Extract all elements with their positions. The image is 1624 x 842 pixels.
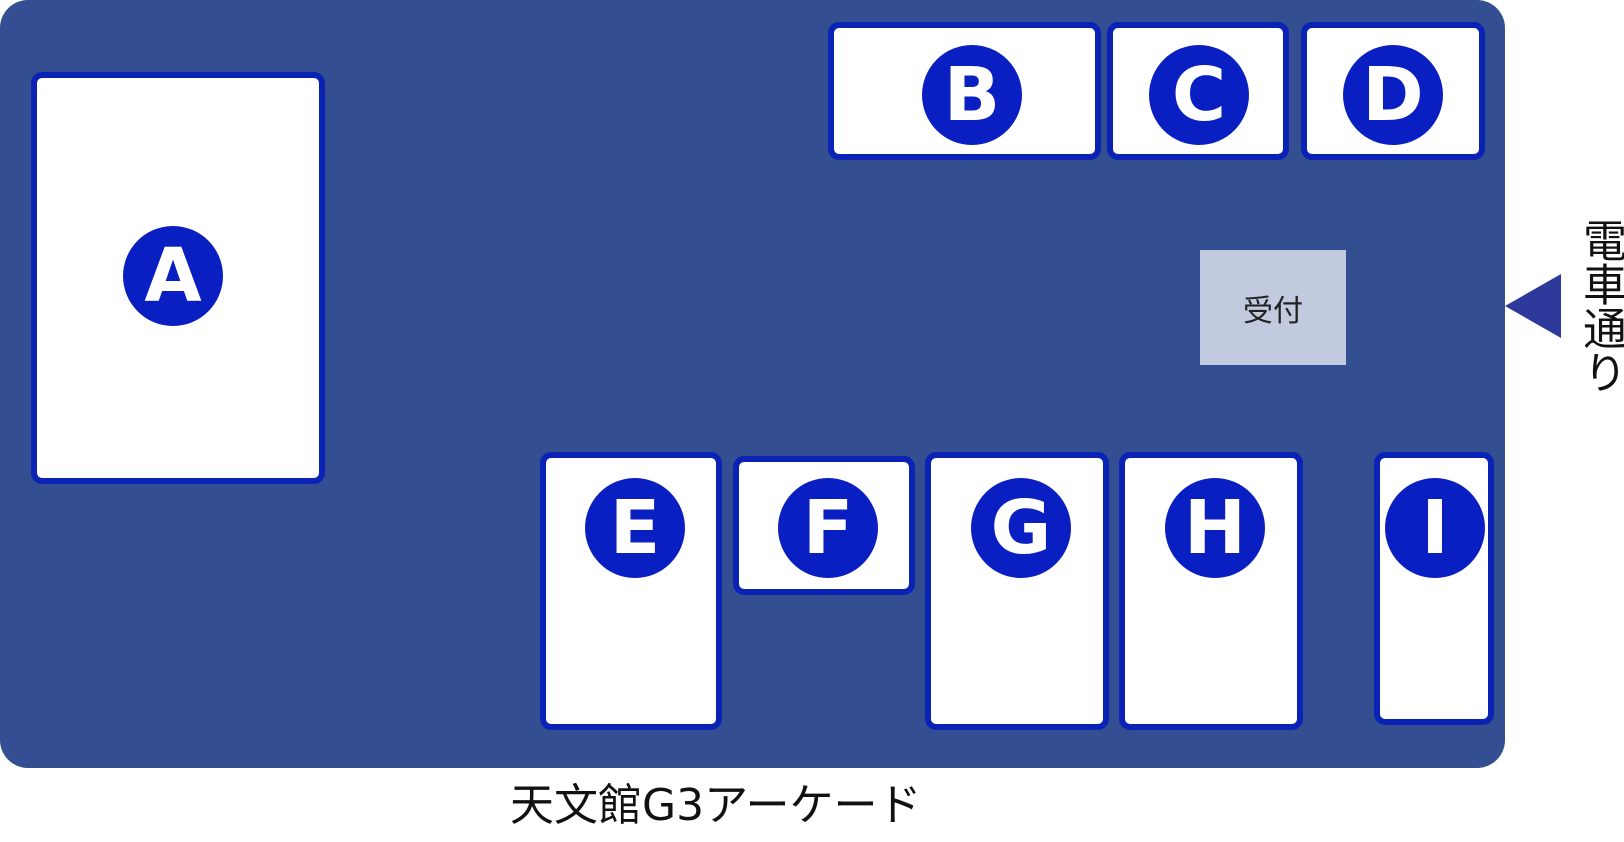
booth-h[interactable]: H (1119, 452, 1303, 730)
booth-e[interactable]: E (540, 452, 722, 730)
booth-b[interactable]: B (828, 22, 1101, 160)
reception-desk[interactable]: 受付 (1200, 250, 1346, 365)
street-label-right: 電車通り (1575, 218, 1624, 394)
booth-f[interactable]: F (733, 456, 915, 595)
booth-e-badge: E (585, 478, 685, 578)
booth-b-badge: B (922, 45, 1022, 145)
booth-d[interactable]: D (1301, 22, 1485, 160)
booth-d-badge: D (1343, 45, 1443, 145)
booth-f-badge: F (778, 478, 878, 578)
booth-a-badge: A (123, 226, 223, 326)
booth-a[interactable]: A (31, 72, 325, 484)
booth-c[interactable]: C (1107, 22, 1289, 160)
booth-g-badge: G (971, 478, 1071, 578)
street-label-bottom: 天文館G3アーケード (510, 780, 922, 831)
reception-label: 受付 (1243, 293, 1303, 329)
booth-i[interactable]: I (1374, 452, 1494, 725)
booth-c-badge: C (1149, 45, 1249, 145)
booth-h-badge: H (1165, 478, 1265, 578)
booth-i-badge: I (1385, 478, 1485, 578)
booth-g[interactable]: G (925, 452, 1109, 730)
triangle-left-arrow-icon (1505, 274, 1561, 338)
